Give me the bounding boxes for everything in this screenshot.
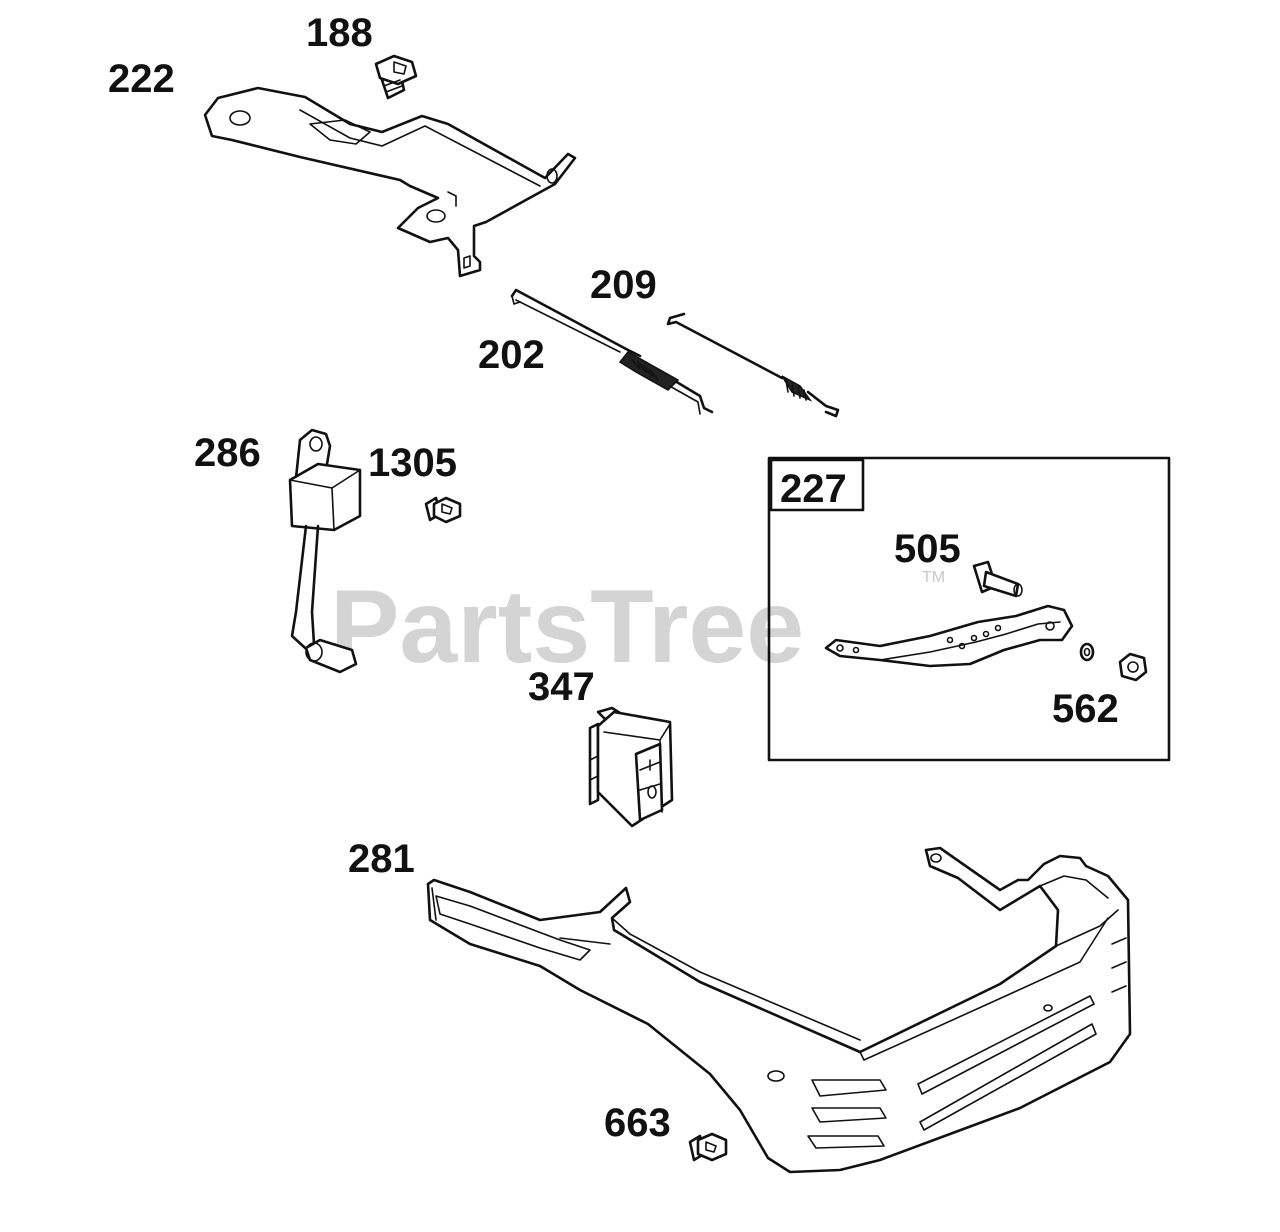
callout-347: 347 bbox=[528, 665, 595, 709]
callout-505: 505 bbox=[894, 527, 961, 571]
callout-1305: 1305 bbox=[368, 441, 457, 485]
part-202-link-rod[interactable] bbox=[510, 288, 714, 415]
callout-202: 202 bbox=[478, 333, 545, 377]
callout-227: 227 bbox=[780, 467, 847, 511]
watermark-text: PartsTree bbox=[330, 569, 804, 685]
part-188-bolt[interactable] bbox=[374, 54, 418, 100]
part-227-inset bbox=[767, 456, 1171, 762]
part-562-washer-nut[interactable] bbox=[1079, 642, 1148, 682]
part-286-module[interactable] bbox=[288, 428, 362, 674]
part-227-lever[interactable] bbox=[824, 604, 1074, 668]
part-347-switch[interactable] bbox=[588, 706, 674, 828]
callout-281: 281 bbox=[348, 837, 415, 881]
part-505-pin[interactable] bbox=[972, 560, 1023, 598]
watermark-trademark: TM bbox=[922, 569, 945, 586]
part-663-bolt[interactable] bbox=[688, 1132, 728, 1162]
callout-286: 286 bbox=[194, 431, 261, 475]
part-209-governor-spring[interactable] bbox=[666, 312, 840, 418]
callout-562: 562 bbox=[1052, 687, 1119, 731]
callout-209: 209 bbox=[590, 263, 657, 307]
callout-188: 188 bbox=[306, 11, 373, 55]
part-281-handle[interactable] bbox=[426, 846, 1132, 1174]
part-222-bracket[interactable] bbox=[203, 86, 577, 278]
part-1305-bolt[interactable] bbox=[424, 496, 462, 524]
callout-222: 222 bbox=[108, 57, 175, 101]
callout-663: 663 bbox=[604, 1101, 671, 1145]
